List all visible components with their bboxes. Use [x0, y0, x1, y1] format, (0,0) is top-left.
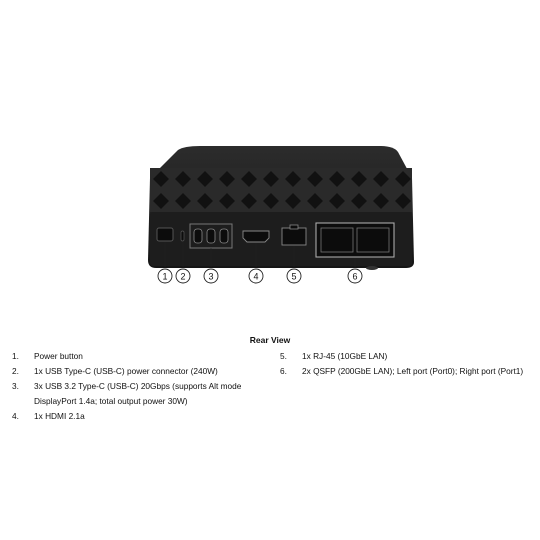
callout-6: 6 — [347, 268, 363, 284]
spec-list-right: 5. 1x RJ-45 (10GbE LAN) 6. 2x QSFP (200G… — [280, 349, 538, 379]
spec-text: Power button — [34, 351, 83, 361]
spec-number: 6. — [280, 366, 287, 376]
spec-item-rj45: 5. 1x RJ-45 (10GbE LAN) — [280, 349, 538, 364]
spec-text: 1x HDMI 2.1a — [34, 411, 85, 421]
svg-text:3: 3 — [208, 272, 213, 282]
svg-text:4: 4 — [253, 272, 258, 282]
spec-item-power-button: 1. Power button — [12, 349, 272, 364]
svg-text:5: 5 — [291, 272, 296, 282]
rj45-port — [281, 224, 307, 246]
spec-item-usb-c-power: 2. 1x USB Type-C (USB-C) power connector… — [12, 364, 272, 379]
svg-text:6: 6 — [352, 272, 357, 282]
callout-1: 1 — [157, 268, 173, 284]
callout-3: 3 — [203, 268, 219, 284]
spec-list-left: 1. Power button 2. 1x USB Type-C (USB-C)… — [12, 349, 272, 424]
device-rear-illustration: 1 2 3 4 5 6 — [148, 146, 414, 284]
figure-caption: Rear View — [249, 335, 291, 345]
spec-item-usb-c-data: 3. 3x USB 3.2 Type-C (USB-C) 20Gbps (sup… — [12, 379, 272, 409]
svg-text:1: 1 — [162, 272, 167, 282]
spec-number: 5. — [280, 351, 287, 361]
qsfp-ports — [315, 222, 395, 258]
spec-text: 1x RJ-45 (10GbE LAN) — [302, 351, 388, 361]
spec-number: 2. — [12, 366, 19, 376]
spec-number: 4. — [12, 411, 19, 421]
vent-grille — [150, 168, 412, 212]
callout-leaders — [164, 242, 356, 267]
svg-text:2: 2 — [180, 272, 185, 282]
spec-text: 1x USB Type-C (USB-C) power connector (2… — [34, 366, 218, 376]
usb-c-ports — [189, 223, 233, 249]
spec-text: 3x USB 3.2 Type-C (USB-C) 20Gbps (suppor… — [34, 381, 242, 406]
callout-4: 4 — [248, 268, 264, 284]
spec-text: 2x QSFP (200GbE LAN); Left port (Port0);… — [302, 366, 524, 376]
spec-item-qsfp: 6. 2x QSFP (200GbE LAN); Left port (Port… — [280, 364, 538, 379]
hdmi-port — [242, 230, 270, 243]
usb-c-power-port — [180, 230, 185, 242]
spec-number: 1. — [12, 351, 19, 361]
power-button — [156, 227, 174, 242]
spec-item-hdmi: 4. 1x HDMI 2.1a — [12, 409, 272, 424]
callout-2: 2 — [175, 268, 191, 284]
callout-5: 5 — [286, 268, 302, 284]
spec-number: 3. — [12, 381, 19, 391]
